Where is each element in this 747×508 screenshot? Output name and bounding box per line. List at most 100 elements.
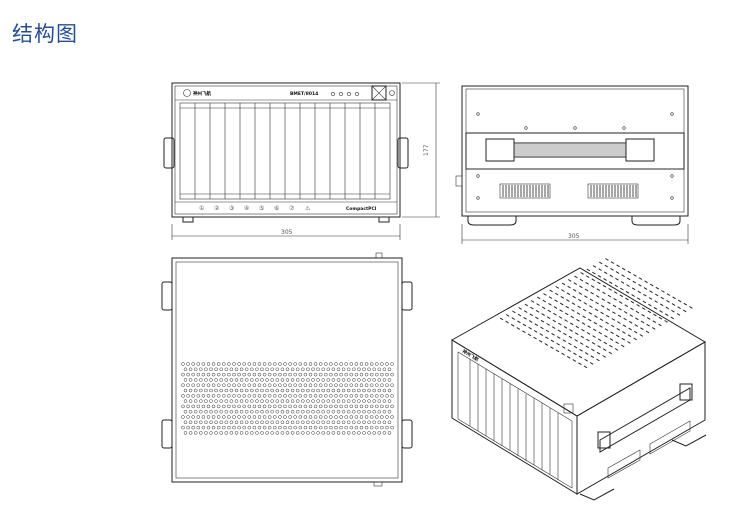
iso-vent-slot	[671, 309, 675, 313]
vent-hole	[214, 431, 218, 435]
iso-vent-slot	[577, 305, 581, 309]
vent-hole	[270, 420, 274, 425]
vent-hole	[209, 431, 213, 435]
vent-hole	[326, 399, 331, 403]
vent-hole	[372, 399, 376, 403]
iso-vent-slot	[664, 313, 669, 317]
vent-hole	[290, 378, 295, 382]
vent-hole	[181, 383, 185, 387]
iso-vent-slot	[621, 337, 626, 341]
vent-hole	[380, 362, 384, 366]
vent-hole	[247, 372, 252, 377]
iso-vent-slot	[631, 287, 636, 291]
vent-hole	[308, 404, 313, 409]
vent-hole	[390, 383, 394, 387]
iso-vent-slot	[677, 306, 681, 310]
vent-hole	[352, 409, 356, 414]
iso-vent-slot	[511, 317, 516, 320]
iso-vent-slot	[584, 352, 589, 355]
iso-vent-slot	[590, 291, 594, 295]
vent-hole	[321, 431, 325, 435]
vent-hole	[181, 394, 185, 398]
iso-vent-slot	[641, 307, 646, 310]
vent-hole	[293, 404, 297, 409]
vent-hole	[257, 415, 262, 419]
vent-hole	[265, 420, 269, 425]
iso-vent-slot	[604, 264, 609, 268]
vent-hole	[298, 415, 303, 419]
iso-vent-slot	[558, 322, 562, 326]
vent-hole	[385, 425, 389, 430]
vent-hole	[244, 399, 249, 403]
iso-vent-slot	[563, 325, 568, 329]
iso-vent-slot	[602, 348, 607, 352]
iso-vent-slot	[544, 343, 549, 346]
vent-hole	[331, 399, 336, 403]
vent-hole	[252, 362, 257, 366]
vent-hole	[336, 420, 341, 425]
vent-hole	[232, 415, 236, 419]
vent-hole	[183, 431, 188, 435]
vent-hole	[387, 409, 392, 414]
vent-hole	[234, 378, 239, 382]
vent-hole	[237, 394, 241, 398]
iso-vent-slot	[529, 313, 534, 317]
iso-vent-slot	[658, 316, 663, 320]
vent-hole	[354, 362, 359, 366]
vent-hole	[250, 409, 254, 414]
iso-vent-slot	[654, 293, 659, 297]
iso-vent-slot	[621, 267, 626, 271]
vent-hole	[247, 362, 252, 366]
vent-hole	[288, 372, 292, 377]
vent-hole	[377, 378, 382, 382]
iso-vent-slot	[576, 318, 580, 322]
vent-hole	[354, 425, 359, 430]
iso-vent-slot	[627, 334, 632, 338]
vent-hole	[204, 388, 208, 393]
vent-hole	[257, 425, 262, 430]
iso-vent-slot	[555, 349, 560, 353]
iso-vent-slot	[499, 317, 504, 321]
vent-hole	[247, 425, 252, 430]
vent-hole	[239, 388, 244, 393]
vent-hole	[188, 378, 193, 382]
status-leds	[331, 92, 359, 96]
vent-hole	[199, 431, 203, 435]
vent-hole	[199, 420, 203, 425]
vent-hole	[260, 420, 264, 425]
vent-hole	[324, 415, 328, 419]
vent-hole	[346, 388, 351, 393]
vent-hole	[301, 409, 305, 414]
vent-hole	[262, 383, 267, 387]
vent-hole	[234, 420, 239, 425]
vent-hole	[211, 404, 216, 409]
vent-hole	[232, 372, 236, 377]
vent-hole	[278, 404, 282, 409]
vent-hole	[211, 394, 216, 398]
vent-hole	[183, 420, 188, 425]
vent-hole	[359, 394, 364, 398]
vent-hole	[219, 378, 223, 382]
iso-vent-slot	[592, 271, 596, 275]
iso-vent-slot	[567, 349, 572, 352]
iso-vent-slot	[609, 344, 613, 348]
vent-hole	[311, 399, 315, 403]
vent-hole	[331, 409, 336, 414]
vent-hole	[186, 415, 190, 419]
iso-vent-slot	[545, 329, 550, 333]
vent-hole	[321, 409, 325, 414]
iso-vent-slot	[676, 313, 681, 316]
vent-hole	[301, 420, 305, 425]
vent-hole	[346, 431, 351, 435]
power-switch	[371, 85, 387, 101]
vent-hole	[199, 409, 203, 414]
vent-hole	[318, 372, 323, 377]
vent-hole	[329, 415, 333, 419]
vent-hole	[222, 415, 226, 419]
rear-right-foot	[631, 215, 681, 226]
iso-vent-slot	[518, 307, 522, 310]
iso-vent-slot	[597, 281, 601, 285]
vent-hole	[204, 367, 208, 372]
vent-hole	[191, 362, 195, 366]
